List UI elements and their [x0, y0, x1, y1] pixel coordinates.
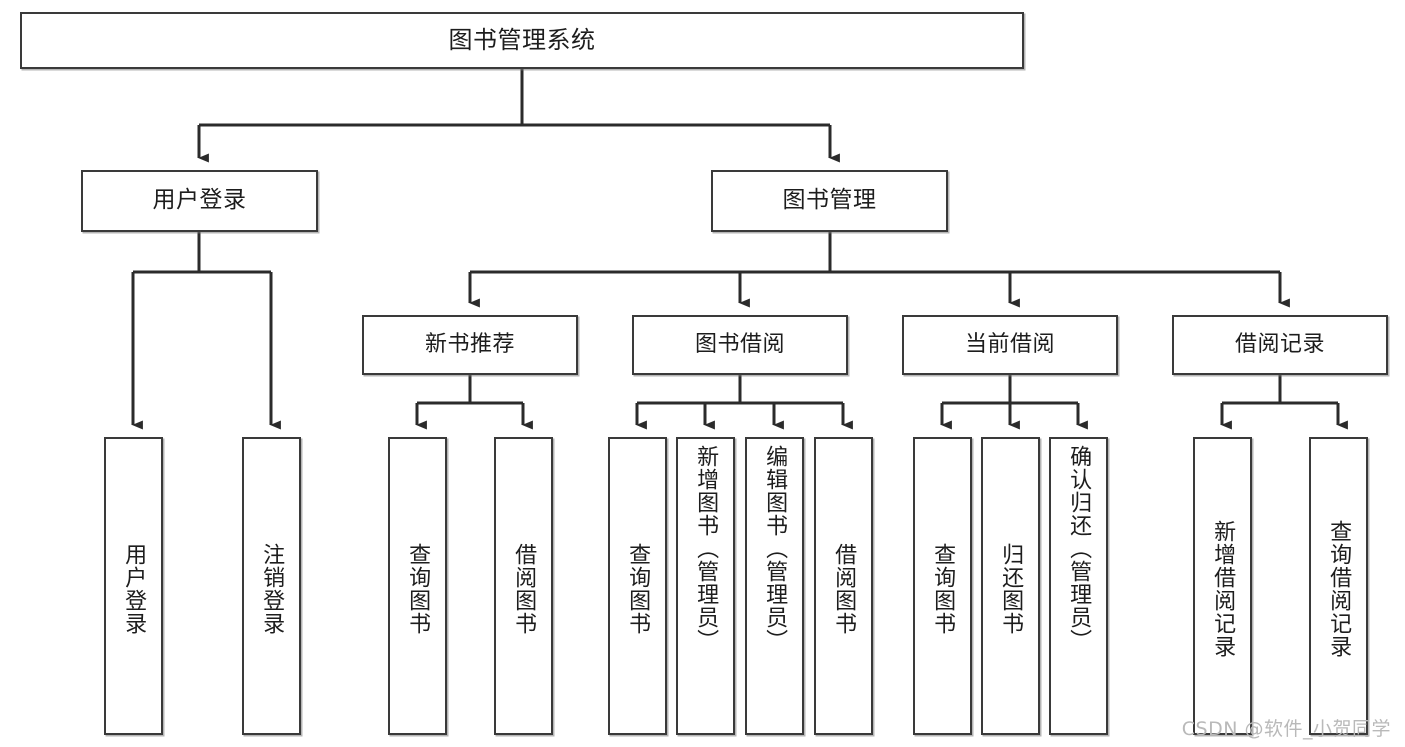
node-label: 新增借阅记录 — [1210, 520, 1236, 658]
node-label: 新书推荐 — [424, 332, 515, 358]
leaf-edit-book-admin[interactable]: 编辑图书（管理员） — [745, 437, 804, 735]
node-current-borrow[interactable]: 当前借阅 — [902, 315, 1118, 375]
node-user-login[interactable]: 用户登录 — [81, 170, 318, 232]
node-label: 图书管理系统 — [448, 26, 596, 55]
leaf-borrow-book[interactable]: 借阅图书 — [814, 437, 873, 735]
node-label: 借阅图书 — [831, 543, 857, 635]
node-label: 图书管理 — [782, 187, 877, 214]
node-label: 查询借阅记录 — [1326, 520, 1352, 658]
node-label: 借阅记录 — [1234, 332, 1325, 358]
node-label: 用户登录 — [121, 543, 147, 635]
leaf-logout[interactable]: 注销登录 — [242, 437, 301, 735]
node-label: 查询图书 — [405, 543, 431, 635]
leaf-add-borrow-record[interactable]: 新增借阅记录 — [1193, 437, 1252, 735]
leaf-return-book[interactable]: 归还图书 — [981, 437, 1040, 735]
node-label: 查询图书 — [625, 543, 651, 635]
node-label: 用户登录 — [152, 187, 247, 214]
node-label: 借阅图书 — [511, 543, 537, 635]
leaf-user-login[interactable]: 用户登录 — [104, 437, 163, 735]
leaf-query-book-borrow[interactable]: 查询图书 — [608, 437, 667, 735]
leaf-query-borrow-record[interactable]: 查询借阅记录 — [1309, 437, 1368, 735]
csdn-watermark: CSDN @软件_小贺同学 — [1181, 718, 1391, 740]
node-book-management[interactable]: 图书管理 — [711, 170, 948, 232]
node-label: 确认归还（管理员） — [1066, 445, 1092, 652]
node-label: 图书借阅 — [694, 332, 785, 358]
node-book-borrow[interactable]: 图书借阅 — [632, 315, 848, 375]
leaf-confirm-return-admin[interactable]: 确认归还（管理员） — [1049, 437, 1108, 735]
node-label: 注销登录 — [259, 543, 285, 635]
leaf-query-book-current[interactable]: 查询图书 — [913, 437, 972, 735]
node-new-book-recommend[interactable]: 新书推荐 — [362, 315, 578, 375]
leaf-query-book-recommend[interactable]: 查询图书 — [388, 437, 447, 735]
node-label: 当前借阅 — [964, 332, 1055, 358]
node-label: 编辑图书（管理员） — [762, 445, 788, 652]
node-borrow-record[interactable]: 借阅记录 — [1172, 315, 1388, 375]
node-label: 查询图书 — [930, 543, 956, 635]
node-label: 新增图书（管理员） — [693, 445, 719, 652]
node-label: 归还图书 — [998, 543, 1024, 635]
leaf-add-book-admin[interactable]: 新增图书（管理员） — [676, 437, 735, 735]
leaf-borrow-book-recommend[interactable]: 借阅图书 — [494, 437, 553, 735]
node-root-book-management-system[interactable]: 图书管理系统 — [20, 12, 1024, 69]
